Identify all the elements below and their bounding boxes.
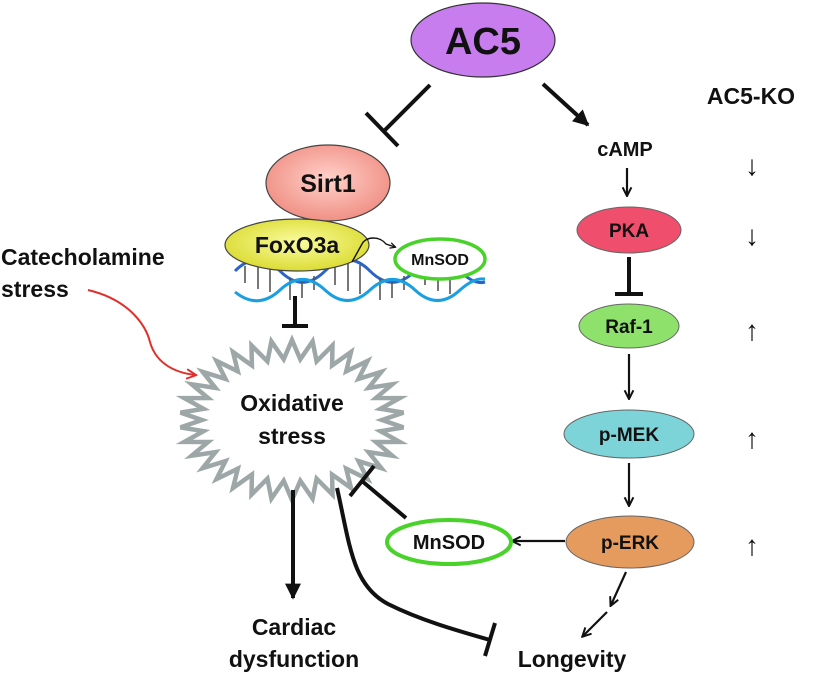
ko-change-pka: ↓ xyxy=(745,220,759,251)
pka-node xyxy=(576,206,682,254)
ac5-ko-header: AC5-KO xyxy=(707,83,795,109)
camp-label: cAMP xyxy=(597,139,653,161)
raf1-node xyxy=(578,303,680,349)
catecholamine-line1: Catecholamine xyxy=(1,244,165,270)
oxidative-line1: Oxidative xyxy=(240,390,344,416)
ac5-to-camp-arrow xyxy=(541,82,590,127)
oxidative-line2: stress xyxy=(258,423,326,449)
foxo3a-node xyxy=(224,218,370,272)
mnsod-gene-node xyxy=(393,237,487,281)
inhibit-bar xyxy=(483,622,497,657)
perk-node xyxy=(565,515,695,569)
cardiac-line2: dysfunction xyxy=(229,646,359,672)
oxidative-stress-burst xyxy=(175,334,409,506)
longevity-label: Longevity xyxy=(518,646,627,672)
ko-change-raf1: ↑ xyxy=(745,315,759,346)
transcription-arrow xyxy=(351,237,395,263)
mnsod-gene-label: MnSOD xyxy=(411,252,469,269)
mnsod-inhibits-oxidative-stress xyxy=(360,479,408,520)
pmek-node xyxy=(563,409,695,459)
perk-to-longevity-arrow-2 xyxy=(583,611,608,636)
ko-change-pmek: ↑ xyxy=(745,423,759,454)
inhibit-bar xyxy=(364,111,400,148)
ac5-label: AC5 xyxy=(445,21,521,63)
raf1-label: Raf-1 xyxy=(605,317,653,338)
inhibit-bar xyxy=(348,464,376,498)
perk-to-longevity-arrow xyxy=(611,571,628,605)
pmek-label: p-MEK xyxy=(599,425,659,446)
ko-change-perk: ↑ xyxy=(745,530,759,561)
cardiac-line1: Cardiac xyxy=(252,614,337,640)
ac5-node xyxy=(410,2,556,78)
mnsod-label: MnSOD xyxy=(413,532,485,554)
sirt1-label: Sirt1 xyxy=(300,170,356,198)
ko-change-camp: ↓ xyxy=(745,150,759,181)
catecholamine-arrow xyxy=(87,289,195,375)
foxo3a-label: FoxO3a xyxy=(255,232,340,258)
ac5-inhibits-sirt1 xyxy=(383,83,432,132)
catecholamine-line2: stress xyxy=(1,276,69,302)
pka-label: PKA xyxy=(609,221,649,242)
mnsod-node xyxy=(385,518,513,566)
perk-label: p-ERK xyxy=(601,533,659,554)
oxidative-inhibits-longevity xyxy=(335,487,491,642)
